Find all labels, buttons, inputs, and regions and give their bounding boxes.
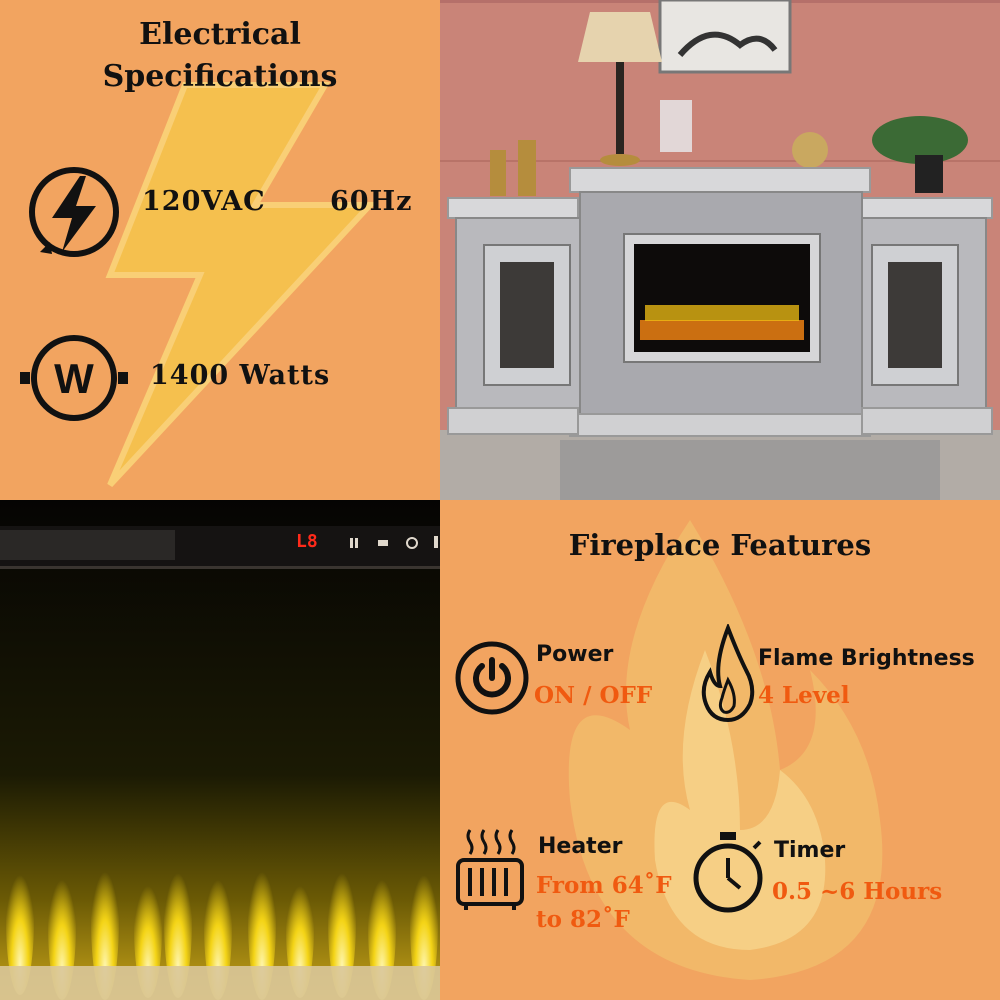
fireplace-features-panel: Fireplace Features Power ON / OFF Flame … (440, 500, 1000, 1000)
plant (872, 116, 968, 193)
lightning-bolt-icon (22, 160, 130, 268)
frequency-text: 60Hz (330, 186, 413, 217)
electrical-title-line1: Electrical (139, 17, 301, 52)
flames (6, 840, 438, 1000)
product-photo (440, 0, 1000, 500)
watt-meter-icon: W (18, 330, 130, 426)
svg-text:W: W (54, 355, 94, 402)
flame-icon (698, 624, 758, 724)
heater-label: Heater (538, 834, 623, 859)
flame-brightness-value: 4 Level (758, 682, 850, 709)
electrical-title: Electrical Specifications (0, 14, 440, 98)
control-icons (350, 536, 438, 549)
heater-value-line1: From 64˚F (536, 872, 672, 899)
voltage-text: 120VAC (142, 186, 266, 217)
control-display: L8 (296, 531, 318, 552)
crystal-media (0, 966, 440, 1000)
power-value: ON / OFF (534, 682, 653, 709)
flame-background-graphic (568, 520, 883, 980)
stopwatch-icon (690, 830, 766, 916)
flame-closeup-photo: L8 (0, 500, 440, 1000)
electrical-specs-panel: Electrical Specifications 120VAC 60Hz W … (0, 0, 440, 500)
lamp (578, 12, 662, 166)
electrical-title-line2: Specifications (102, 59, 338, 94)
fireplace-cabinet (447, 167, 993, 437)
lightning-background-graphic (105, 82, 377, 488)
heater-icon (454, 826, 526, 912)
timer-value: 0.5 ~6 Hours (772, 878, 943, 905)
flame-brightness-label: Flame Brightness (758, 646, 975, 671)
power-label: Power (536, 642, 614, 667)
features-title: Fireplace Features (568, 528, 872, 562)
heater-value-line2: to 82˚F (536, 906, 630, 933)
power-icon (454, 638, 534, 718)
wattage-text: 1400 Watts (150, 360, 331, 391)
wall-art (658, 0, 792, 74)
timer-label: Timer (774, 838, 846, 863)
